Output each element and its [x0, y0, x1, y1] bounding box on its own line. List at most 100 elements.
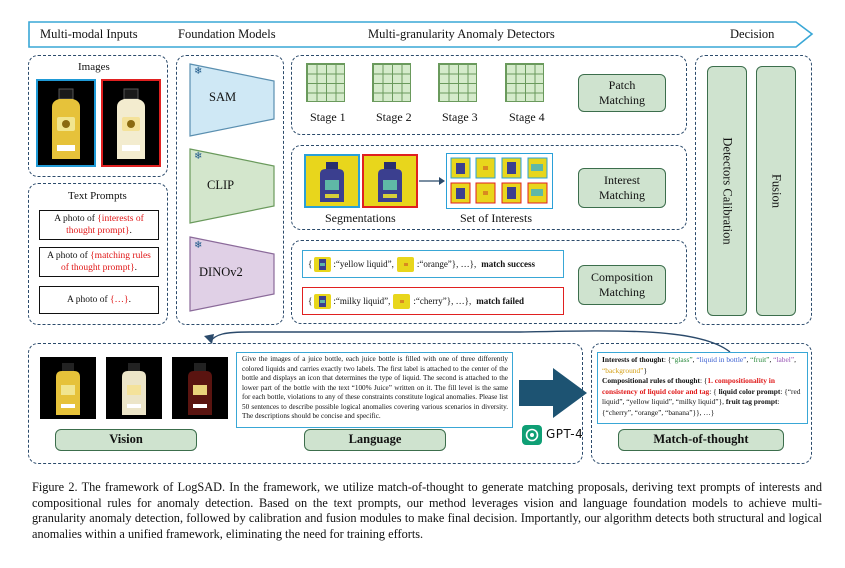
snowflake-icon: ❄	[194, 151, 203, 162]
mot-rules-line: Compositional rules of thought: {1. comp…	[602, 376, 804, 418]
stage3-grid	[438, 63, 477, 102]
match-success-text: match success	[481, 259, 535, 269]
fruit-tag-icon	[393, 293, 411, 309]
prompt3-placeholder: {…}	[110, 294, 129, 305]
mot-fruit-vals: : {“cherry”, “orange”, “banana”}}, …}	[602, 397, 780, 417]
mot-interest-liquid: “liquid in bottle”	[696, 355, 747, 364]
prompt3-prefix: A photo of	[66, 294, 110, 305]
mot-text-box	[597, 352, 808, 424]
sam-label: SAM	[209, 90, 237, 104]
prompt-interests: A photo of {interests of thought prompt}…	[39, 210, 159, 240]
prompt-matching-rules: A photo of {matching rules of thought pr…	[39, 247, 159, 277]
images-title: Images	[78, 61, 110, 73]
row2-brace: {	[308, 296, 313, 306]
mot-rules-red: 1. compositionality in consistency of li…	[602, 376, 775, 396]
snowflake-icon: ❄	[194, 240, 203, 251]
stage4-label: Stage 4	[509, 110, 545, 124]
match-of-thought-panel	[591, 343, 812, 464]
vision-thumb-1	[40, 357, 96, 419]
detectors-calibration-label: Detectors Calibration	[720, 137, 735, 245]
mot-interest-glass: “glass”	[671, 355, 693, 364]
prompt-other: A photo of {…}.	[39, 286, 159, 314]
prompt1-suffix: .	[129, 226, 132, 236]
segmentation-anomaly	[362, 154, 418, 208]
patch-matching-panel	[291, 55, 687, 135]
header-decision: Decision	[730, 27, 775, 41]
liquid-tag-icon	[314, 293, 332, 309]
prompt1-placeholder: {interests of thought prompt}	[66, 213, 144, 236]
match-failed-text: match failed	[476, 296, 524, 306]
row1-liquid: :“yellow liquid”,	[333, 259, 394, 269]
row2-fruit: :“cherry”}, …},	[413, 296, 472, 306]
prompt2-prefix: A photo of	[47, 250, 91, 261]
row2-liquid: :“milky liquid”,	[333, 296, 391, 306]
interest-matching-panel	[291, 145, 687, 230]
prompt2-suffix: .	[134, 263, 138, 273]
language-prompt-text: Give the images of a juice bottle, each …	[242, 355, 508, 420]
dinov2-label: DINOv2	[199, 265, 243, 279]
sam-model-shape	[189, 63, 275, 137]
vision-thumb-2	[106, 357, 162, 419]
mot-rules-label: Compositional rules of thought	[602, 376, 700, 385]
vision-label: Vision	[55, 429, 197, 451]
fusion-block: Fusion	[756, 66, 796, 316]
set-of-interests-frame	[446, 153, 553, 209]
stage1-label: Stage 1	[310, 110, 346, 124]
clip-model-shape	[189, 148, 275, 224]
segmentation-normal	[304, 154, 360, 208]
fusion-label: Fusion	[769, 173, 784, 209]
set-of-interests-label: Set of Interests	[460, 211, 532, 225]
figure-caption: Figure 2. The framework of LogSAD. In th…	[32, 480, 822, 541]
match-of-thought-label-text: Match-of-thought	[653, 432, 749, 447]
stage2-grid	[372, 63, 411, 102]
mot-rules-pre: : {	[699, 376, 708, 385]
segmentations-label: Segmentations	[325, 211, 396, 225]
big-arrow	[519, 368, 587, 418]
match-of-thought-label: Match-of-thought	[618, 429, 784, 451]
liquid-tag-icon	[314, 256, 332, 272]
header-arrow	[28, 21, 814, 48]
gpt4-label: GPT-4	[546, 427, 584, 441]
composition-matching-panel	[291, 240, 687, 324]
mot-liquid-vals: : {“red liquid”, “yellow liquid”, “milky…	[602, 386, 801, 407]
normal-image	[36, 79, 96, 167]
prompt2-placeholder: {matching rules of thought prompt}	[60, 250, 151, 273]
mot-fruit-label: fruit tag prompt	[725, 397, 778, 406]
stage2-label: Stage 2	[376, 110, 412, 124]
fruit-tag-icon	[396, 256, 414, 272]
composition-row-success: { :“yellow liquid”, :“orange”}, …}, matc…	[302, 250, 564, 278]
mot-interest-background: “background”	[602, 365, 644, 375]
anomalous-image	[101, 79, 161, 167]
row1-brace: {	[308, 259, 313, 269]
row1-fruit: :“orange”}, …},	[416, 259, 477, 269]
mot-interests-pre: : {	[663, 355, 672, 364]
mot-liquid-label: liquid color prompt	[718, 386, 781, 396]
composition-row-failed: { :“milky liquid”, :“cherry”}, …}, match…	[302, 287, 564, 315]
header-detectors: Multi-granularity Anomaly Detectors	[368, 27, 555, 41]
mot-interests-post: }	[643, 365, 648, 375]
images-panel	[28, 55, 168, 177]
mot-interests-label: Interests of thought	[602, 355, 664, 364]
mot-interests-line: Interests of thought: {“glass”, “liquid …	[602, 355, 796, 375]
stage1-grid	[306, 63, 345, 102]
clip-label: CLIP	[207, 178, 235, 192]
openai-logo-icon	[522, 425, 542, 445]
arrow-to-interests	[419, 177, 445, 185]
interest-matching-label: Interest Matching	[578, 168, 666, 208]
stage3-label: Stage 3	[442, 110, 478, 124]
language-text-box	[236, 352, 513, 428]
language-label: Language	[304, 429, 446, 451]
header-inputs: Multi-modal Inputs	[40, 27, 138, 41]
foundation-panel	[176, 55, 284, 325]
language-label-text: Language	[348, 432, 402, 447]
mot-interest-fruit: “fruit”	[750, 355, 770, 364]
text-prompts-panel	[28, 183, 168, 325]
prompt3-suffix: .	[128, 294, 131, 305]
header-foundation: Foundation Models	[178, 27, 276, 41]
patch-matching-label: Patch Matching	[578, 74, 666, 112]
mot-text: Interests of thought: {“glass”, “liquid …	[602, 355, 804, 418]
detectors-calibration-block: Detectors Calibration	[707, 66, 747, 316]
snowflake-icon: ❄	[194, 66, 203, 77]
decision-panel	[695, 55, 812, 325]
vision-thumb-3	[172, 357, 228, 419]
